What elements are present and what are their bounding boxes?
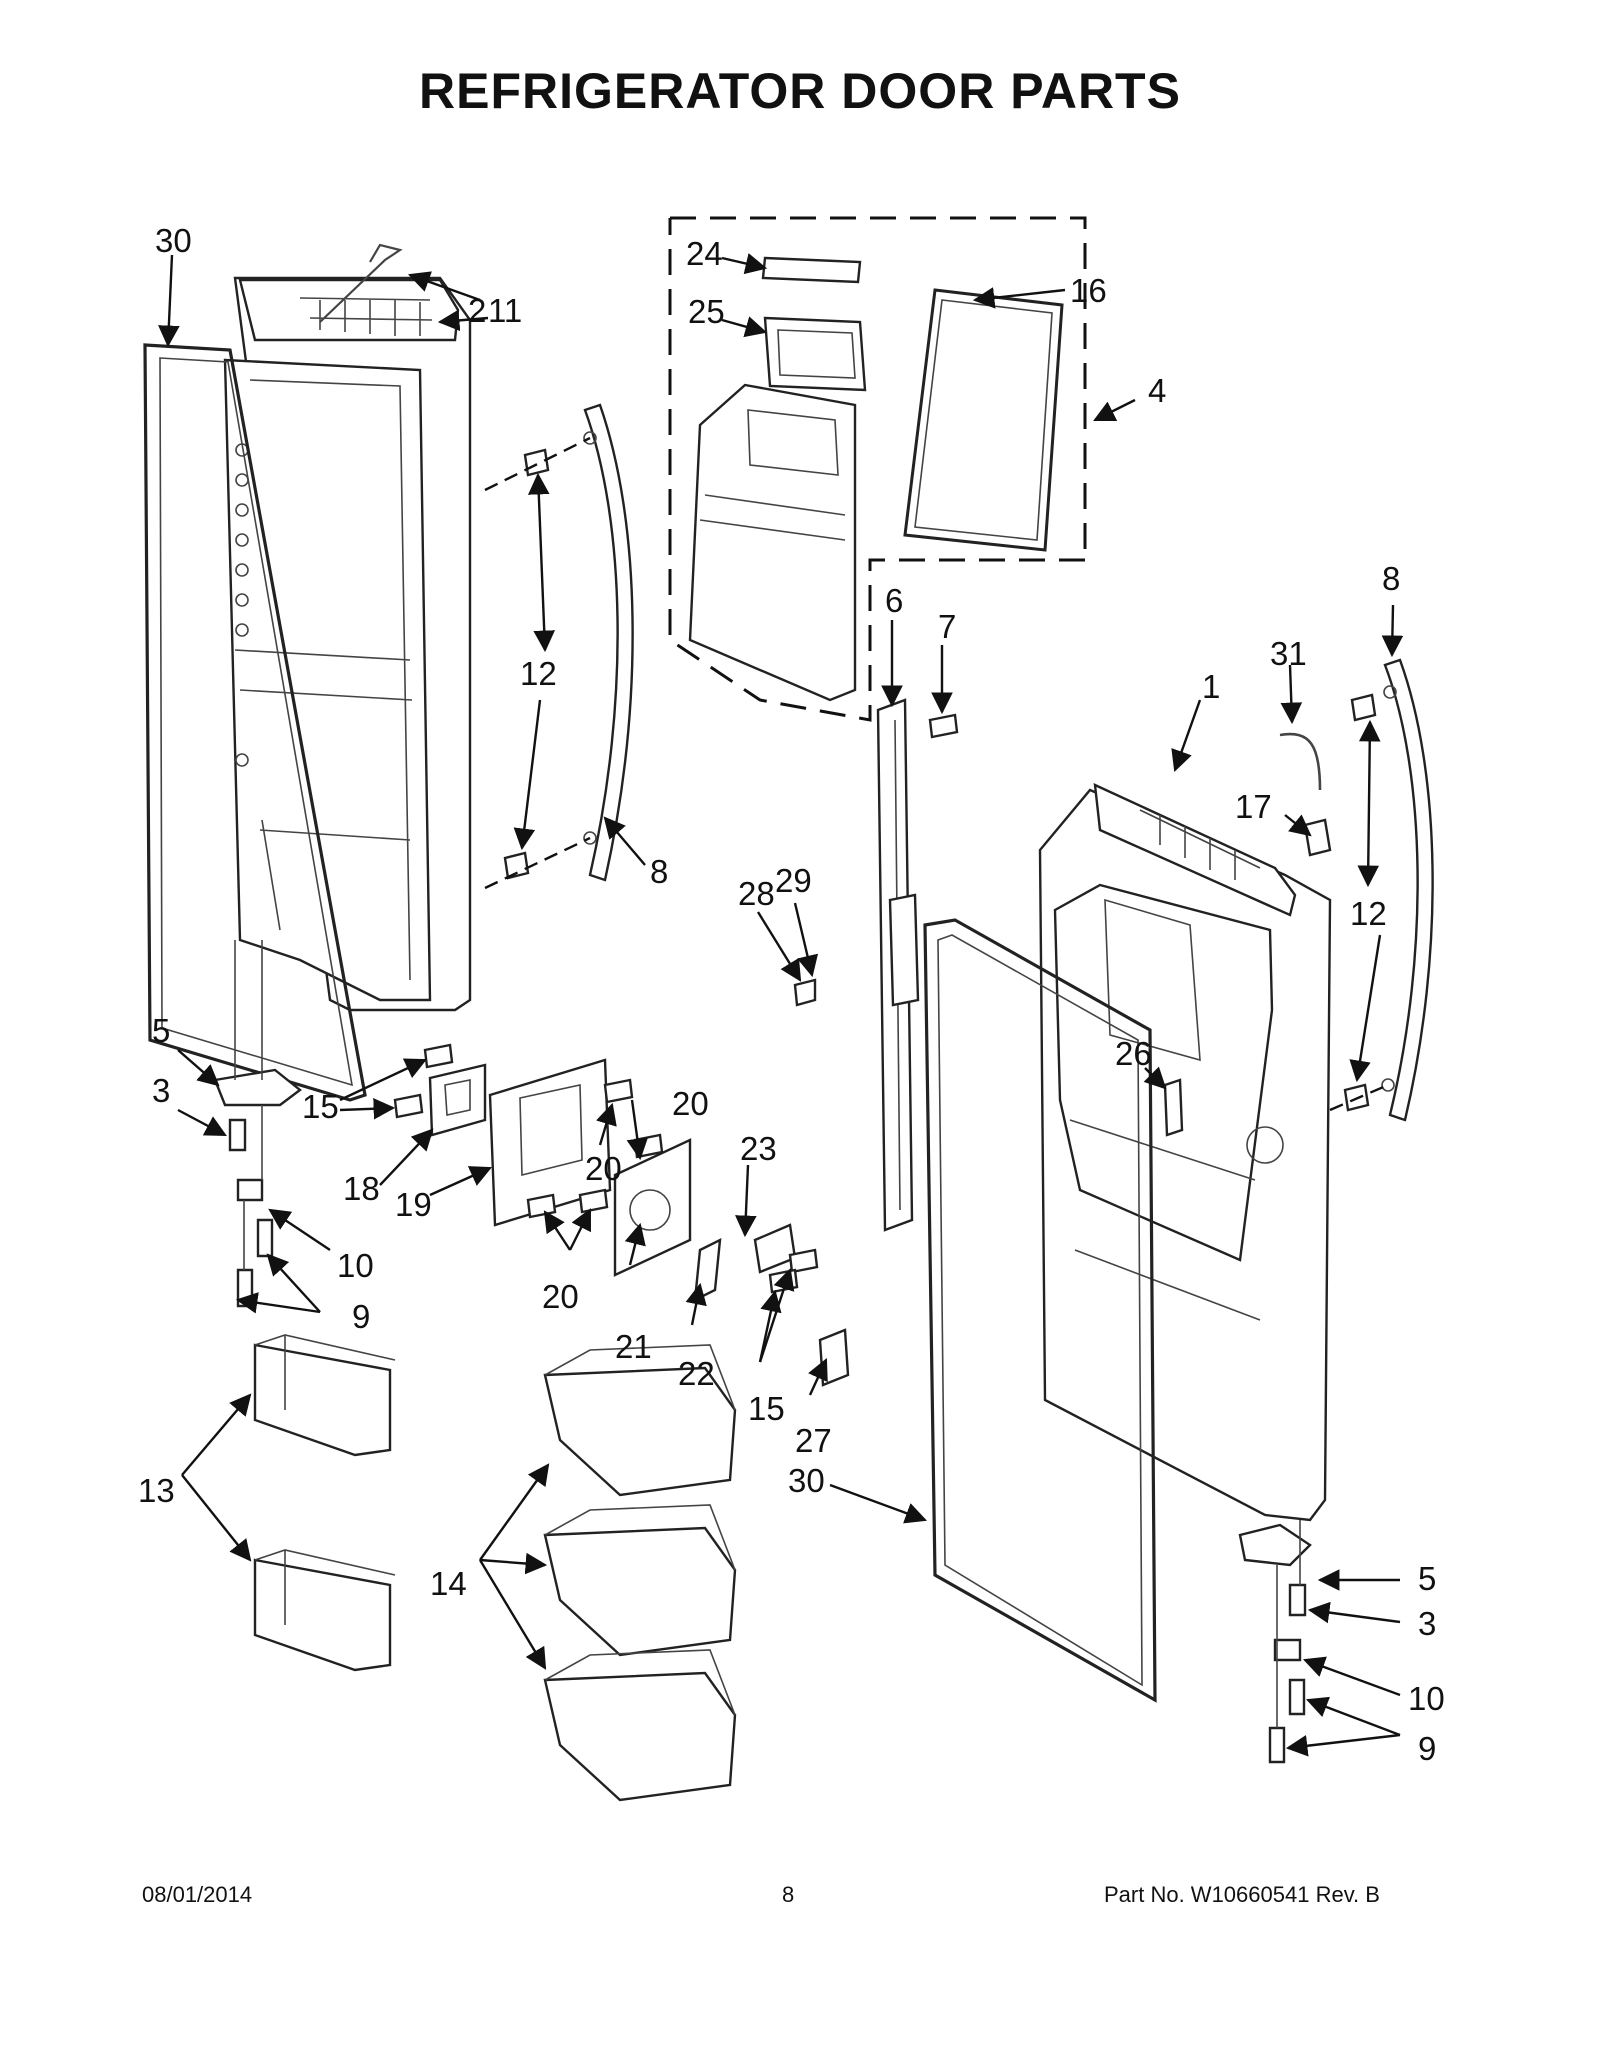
left-door-hinge	[213, 1068, 302, 1107]
callout-10-right: 10	[1408, 1680, 1445, 1717]
callout-5-right: 5	[1418, 1560, 1436, 1597]
door-bin-14-bottom	[543, 1671, 737, 1802]
leader-arrows	[158, 253, 1404, 1757]
water-tube-31	[1279, 732, 1322, 791]
callout-17: 17	[1235, 788, 1272, 825]
water-fitting-17	[1303, 818, 1332, 857]
left-door-assembly	[143, 243, 634, 1672]
callout-10-left: 10	[337, 1247, 374, 1284]
callout-6: 6	[885, 582, 903, 619]
right-hinge-bolt-1	[1288, 1678, 1306, 1716]
callout-15-center: 15	[748, 1390, 785, 1427]
callout-3-right: 3	[1418, 1605, 1436, 1642]
callout-15-left: 15	[302, 1088, 339, 1125]
callout-26: 26	[1115, 1035, 1152, 1072]
control-board-18	[428, 1063, 487, 1137]
right-hinge-bolt-2	[1268, 1726, 1286, 1764]
callout-24: 24	[686, 235, 723, 272]
callout-9-right: 9	[1418, 1730, 1436, 1767]
left-door-gasket	[143, 343, 367, 1102]
callout-12-right: 12	[1350, 895, 1387, 932]
callout-27: 27	[795, 1422, 832, 1459]
callout-1: 1	[1202, 668, 1220, 705]
left-door-bin-lower	[253, 1558, 392, 1672]
left-hinge-screw	[228, 1118, 247, 1152]
callout-2: 2	[468, 292, 486, 329]
dispenser-light-26	[1163, 1078, 1184, 1137]
left-handle-stud-bottom	[503, 851, 530, 880]
left-hinge-bushing	[236, 1178, 264, 1202]
dispenser-gasket-16	[903, 288, 1064, 552]
left-door-bin-upper	[253, 1343, 392, 1457]
mullion-screw-7	[928, 713, 959, 739]
callout-25: 25	[688, 293, 725, 330]
callout-5-left: 5	[152, 1012, 170, 1049]
callout-3-left: 3	[152, 1072, 170, 1109]
right-door-top-bin	[1093, 783, 1297, 917]
door-bin-14-middle	[543, 1526, 737, 1657]
dispenser-cover-frame-24	[761, 256, 862, 284]
micro-switch-28-29	[793, 978, 817, 1007]
callout-8-left: 8	[650, 853, 668, 890]
door-bin-14-top	[543, 1366, 737, 1497]
callout-23: 23	[740, 1130, 777, 1167]
callout-21: 21	[615, 1328, 652, 1365]
callout-22: 22	[678, 1355, 715, 1392]
callout-14: 14	[430, 1565, 467, 1602]
left-door-top-bin	[238, 278, 460, 342]
callout-18: 18	[343, 1170, 380, 1207]
callout-20-bottom: 20	[542, 1278, 579, 1315]
dispenser-kit-boundary	[668, 216, 1087, 722]
right-hinge-bushing	[1273, 1638, 1302, 1662]
dispenser-housing	[688, 383, 857, 702]
dispenser-module-parts	[393, 216, 1087, 1802]
right-hinge-screw	[1288, 1583, 1307, 1617]
right-handle-stud-top	[1350, 693, 1377, 722]
callout-20-top: 20	[672, 1085, 709, 1122]
callout-labels: 30 11 2 12 8 5 3 15 18 19 10 9 13 14 20 …	[138, 222, 1445, 1767]
left-door-handle	[583, 403, 634, 882]
callout-20-middle: 20	[585, 1150, 622, 1187]
mullion-hinge-bracket	[888, 893, 920, 1007]
callout-28: 28	[738, 875, 775, 912]
right-door-gasket	[923, 918, 1157, 1703]
callout-31: 31	[1270, 635, 1307, 672]
left-door-shelf-pegs	[235, 443, 249, 767]
left-hinge-bolt-1	[256, 1218, 274, 1258]
left-handle-stud-top	[523, 448, 550, 477]
actuator-housing-21	[613, 1138, 692, 1277]
callout-19: 19	[395, 1186, 432, 1223]
callout-29: 29	[775, 862, 812, 899]
callout-30-left: 30	[155, 222, 192, 259]
right-door-handle	[1383, 658, 1434, 1122]
right-door-assembly	[923, 658, 1434, 1764]
callout-16: 16	[1070, 272, 1107, 309]
left-door-inner-liner	[223, 358, 432, 1002]
callout-11: 11	[488, 292, 522, 329]
dispenser-cover-frame-25	[763, 316, 867, 392]
callout-30-right: 30	[788, 1462, 825, 1499]
left-door-wire	[319, 243, 403, 323]
footer-part-number: Part No. W10660541 Rev. B	[1104, 1882, 1380, 1907]
callout-7: 7	[938, 608, 956, 645]
callout-13: 13	[138, 1472, 175, 1509]
footer-page-number: 8	[782, 1882, 795, 1907]
callout-4: 4	[1148, 372, 1166, 409]
callout-9-left: 9	[352, 1298, 370, 1335]
footer-date: 08/01/2014	[142, 1882, 253, 1907]
bracket-23	[753, 1223, 797, 1274]
callout-12-left: 12	[520, 655, 557, 692]
callout-8-right: 8	[1382, 560, 1400, 597]
page-title: REFRIGERATOR DOOR PARTS	[419, 63, 1181, 119]
clip-27	[818, 1328, 850, 1387]
